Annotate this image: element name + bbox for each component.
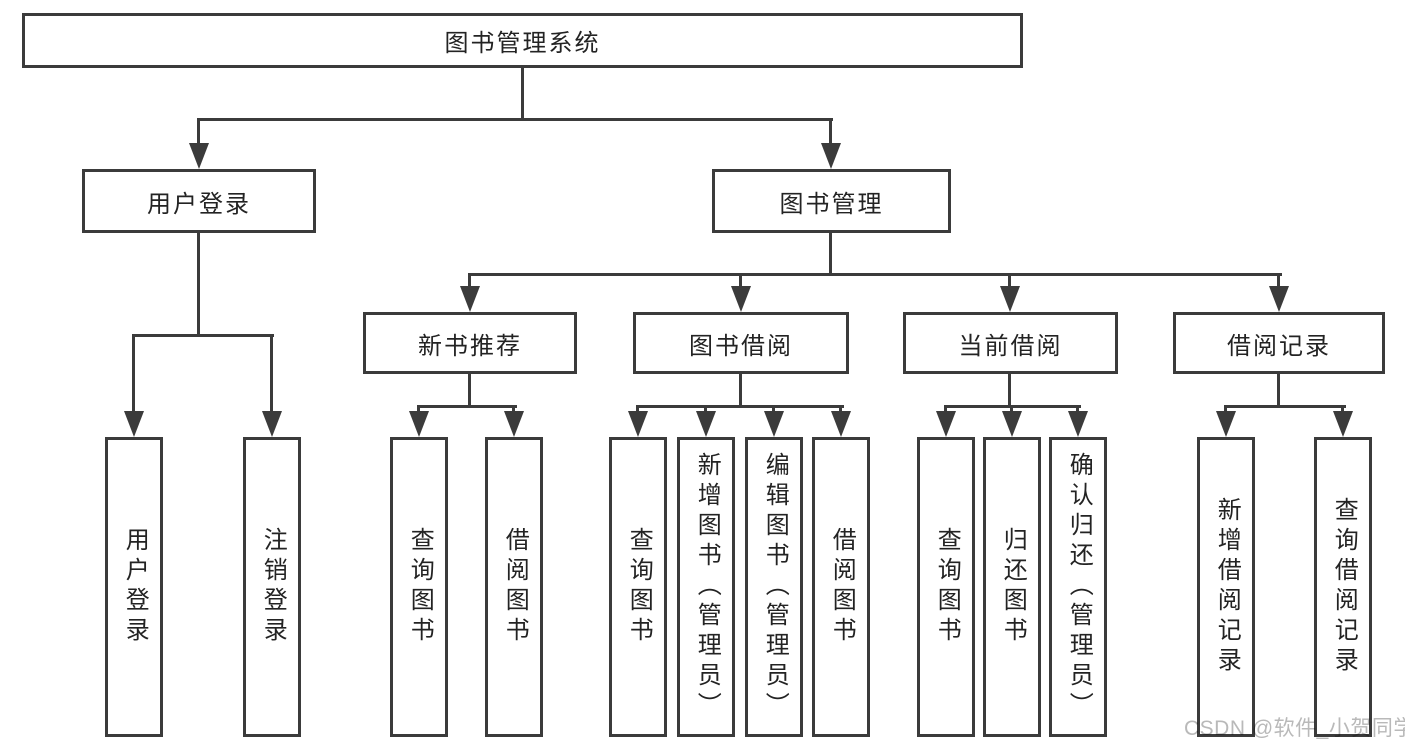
arrowhead-cb-2 xyxy=(1002,411,1022,437)
leaf-borrow-books-recommend: 借阅图书 xyxy=(485,437,543,737)
arrowhead-user-login xyxy=(189,143,209,169)
edge-current-borrow-stem xyxy=(1008,273,1011,291)
edge-leaf-login-stem xyxy=(132,334,135,414)
edge-current-borrow-down xyxy=(1008,374,1011,408)
arrowhead-borrow-records xyxy=(1269,286,1289,312)
arrowhead-bb-2 xyxy=(696,411,716,437)
edge-new-books-stem xyxy=(468,273,471,291)
arrowhead-bb-3 xyxy=(764,411,784,437)
node-current-borrowing: 当前借阅 xyxy=(903,312,1118,374)
arrowhead-br-1 xyxy=(1216,411,1236,437)
edge-book-mgmt-down xyxy=(829,232,832,276)
node-book-borrowing: 图书借阅 xyxy=(633,312,849,374)
edge-book-borrow-down xyxy=(739,374,742,408)
leaf-edit-book-admin: 编辑图书（管理员） xyxy=(745,437,803,737)
leaf-query-books-borrowing: 查询图书 xyxy=(609,437,667,737)
arrowhead-bb-4 xyxy=(831,411,851,437)
leaf-borrow-books-borrowing: 借阅图书 xyxy=(812,437,870,737)
arrowhead-leaf-logout xyxy=(262,411,282,437)
arrowhead-nb-2 xyxy=(504,411,524,437)
arrowhead-current-borrow xyxy=(1000,286,1020,312)
leaf-logout: 注销登录 xyxy=(243,437,301,737)
node-book-management: 图书管理 xyxy=(712,169,951,233)
leaf-query-borrow-record: 查询借阅记录 xyxy=(1314,437,1372,737)
edge-user-login-down xyxy=(197,232,200,337)
edge-book-borrow-stem xyxy=(739,273,742,291)
arrowhead-book-borrow xyxy=(731,286,751,312)
leaf-query-books-current: 查询图书 xyxy=(917,437,975,737)
edge-borrow-records-rail xyxy=(1224,405,1346,408)
arrowhead-cb-3 xyxy=(1068,411,1088,437)
edge-borrow-records-stem xyxy=(1277,273,1280,291)
arrowhead-new-books xyxy=(460,286,480,312)
edge-user-login-rail xyxy=(132,334,274,337)
edge-new-books-down xyxy=(468,374,471,408)
edge-user-login-stem xyxy=(197,118,200,150)
edge-borrow-records-down xyxy=(1277,374,1280,408)
edge-root-rail xyxy=(197,118,833,121)
node-user-login: 用户登录 xyxy=(82,169,316,233)
arrowhead-leaf-login xyxy=(124,411,144,437)
leaf-user-login: 用户登录 xyxy=(105,437,163,737)
edge-root-stem xyxy=(521,68,524,120)
node-new-book-recommend: 新书推荐 xyxy=(363,312,577,374)
edge-book-mgmt-stem xyxy=(829,118,832,150)
edge-book-borrow-rail xyxy=(636,405,844,408)
edge-leaf-logout-stem xyxy=(270,334,273,414)
arrowhead-cb-1 xyxy=(936,411,956,437)
arrowhead-bb-1 xyxy=(628,411,648,437)
leaf-add-book-admin: 新增图书（管理员） xyxy=(677,437,735,737)
leaf-return-book: 归还图书 xyxy=(983,437,1041,737)
leaf-confirm-return-admin: 确认归还（管理员） xyxy=(1049,437,1107,737)
edge-new-books-rail xyxy=(417,405,517,408)
arrowhead-book-mgmt xyxy=(821,143,841,169)
edge-book-mgmt-rail xyxy=(468,273,1282,276)
csdn-watermark: CSDN @软件_小贺同学 xyxy=(1184,717,1405,740)
arrowhead-nb-1 xyxy=(409,411,429,437)
leaf-query-books-recommend: 查询图书 xyxy=(390,437,448,737)
node-library-system: 图书管理系统 xyxy=(22,13,1023,68)
leaf-add-borrow-record: 新增借阅记录 xyxy=(1197,437,1255,737)
arrowhead-br-2 xyxy=(1333,411,1353,437)
node-borrowing-records: 借阅记录 xyxy=(1173,312,1385,374)
